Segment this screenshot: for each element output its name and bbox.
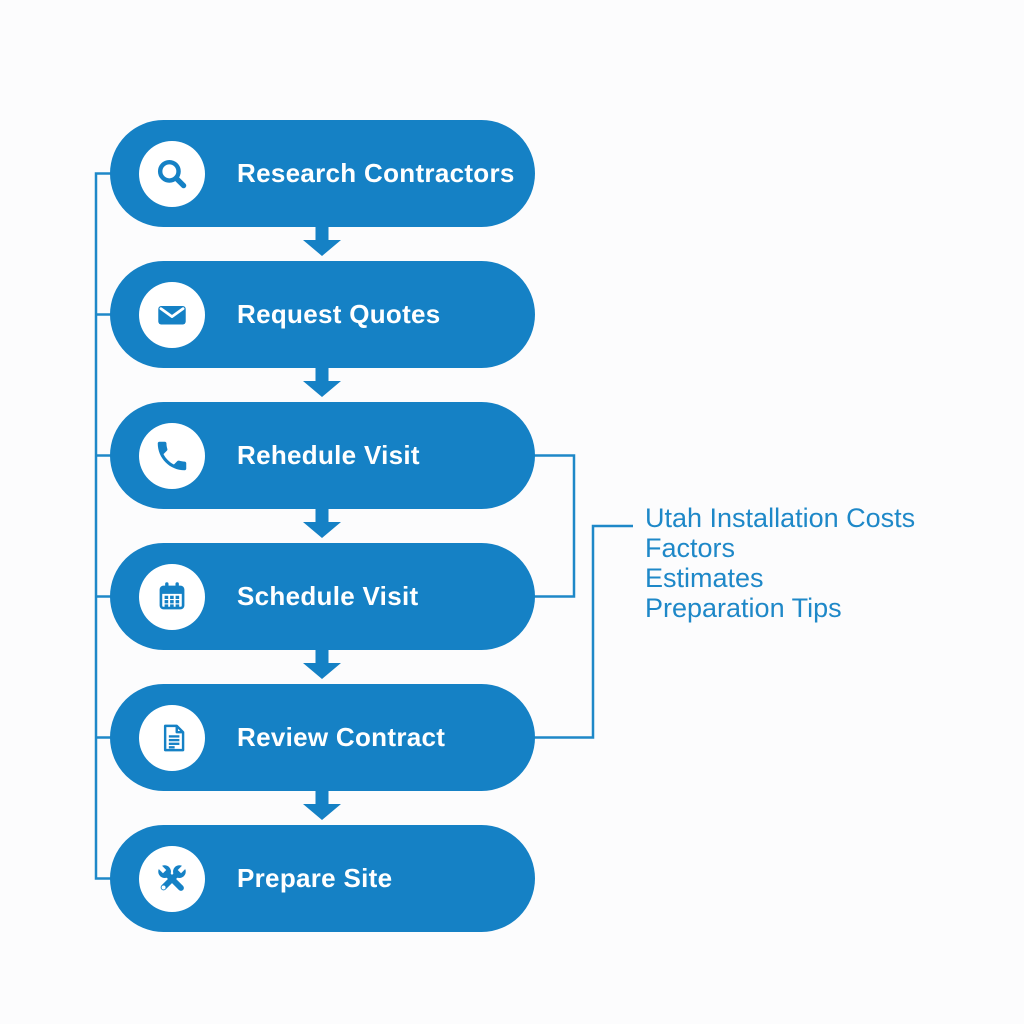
arrow-down-4: [303, 650, 341, 679]
step-rehedule-visit: Rehedule Visit: [110, 402, 535, 509]
tools-icon: [154, 861, 190, 891]
calendar-icon: [159, 581, 185, 609]
topic-utah-installation-costs: Utah Installation Costs: [645, 503, 916, 533]
step-request-quotes: Request Quotes: [110, 261, 535, 368]
topic-preparation-tips: Preparation Tips: [645, 593, 842, 623]
step-icon-circle: [139, 563, 205, 630]
topic-factors: Factors: [645, 533, 736, 563]
step-label: Request Quotes: [237, 299, 441, 329]
step-label: Review Contract: [237, 722, 446, 752]
step-research-contractors: Research Contractors: [110, 120, 535, 227]
step-prepare-site: Prepare Site: [110, 825, 535, 932]
mail-icon: [158, 305, 186, 324]
step-icon-circle: [139, 704, 205, 771]
arrow-down-2: [303, 368, 341, 397]
step-icon-circle: [139, 281, 205, 348]
topic-list: Utah Installation Costs Factors Estimate…: [645, 503, 915, 623]
step-icon-circle: [139, 422, 205, 489]
arrow-down-5: [303, 791, 341, 820]
step-schedule-visit: Schedule Visit: [110, 543, 535, 650]
document-icon: [163, 724, 185, 751]
right-bracket-steps: [530, 454, 576, 598]
step-label: Research Contractors: [237, 158, 515, 188]
step-icon-circle: [139, 140, 205, 207]
search-icon: [157, 159, 187, 188]
step-label: Schedule Visit: [237, 581, 419, 611]
phone-icon: [157, 441, 187, 470]
step-label: Prepare Site: [237, 863, 393, 893]
right-bracket-topics: [530, 524, 633, 739]
arrow-down-3: [303, 509, 341, 538]
step-review-contract: Review Contract: [110, 684, 535, 791]
step-icon-circle: [139, 845, 205, 912]
step-label: Rehedule Visit: [237, 440, 420, 470]
topic-estimates: Estimates: [645, 563, 764, 593]
arrow-down-1: [303, 227, 341, 256]
